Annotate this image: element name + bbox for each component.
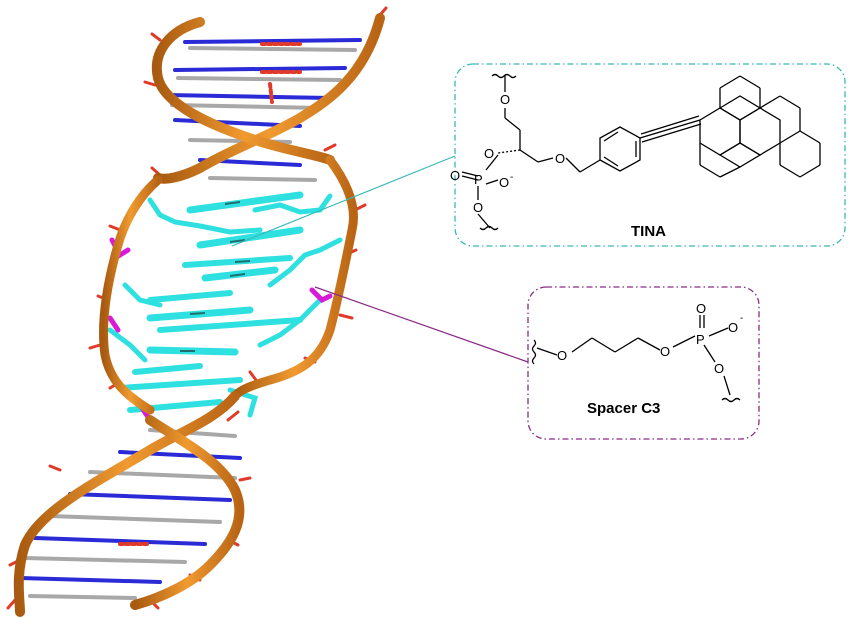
tina-connector-line	[231, 155, 456, 247]
tina-atom-o-double: O	[450, 168, 460, 183]
spacer-panel-border	[527, 286, 760, 440]
tina-atom-o-bottom: O	[473, 200, 483, 215]
upper-strand-b	[151, 17, 335, 165]
tina-structure-bonds	[461, 73, 821, 231]
tina-atom-p: P	[474, 172, 483, 187]
spacer-charge-minus: -	[740, 313, 743, 324]
tina-atom-o-minus: O	[499, 175, 509, 190]
tina-charge-minus: -	[510, 172, 513, 183]
spacer-atom-labels: O O P O O - O	[557, 301, 743, 376]
tina-atom-o-top: O	[500, 92, 510, 107]
tina-label: TINA	[631, 223, 666, 240]
spacer-c3-label: Spacer C3	[587, 400, 660, 417]
middle-strand-left	[98, 175, 163, 415]
tina-panel-border	[454, 63, 846, 247]
spacer-structure-bonds	[531, 315, 741, 403]
middle-strand-right	[230, 155, 358, 401]
spacer-c3-segments	[107, 237, 333, 423]
spacer-atom-o-bottom: O	[714, 361, 724, 376]
tina-atom-o-ether: O	[555, 151, 565, 166]
spacer-atom-o-minus: O	[728, 320, 738, 335]
intercalator-dark-bonds	[180, 201, 251, 352]
lower-strand-b	[130, 415, 245, 610]
dna-duplex-model	[6, 6, 388, 617]
spacer-c3-structure-panel: O O P O O - O Spacer C3	[527, 286, 760, 440]
upper-base-pairs	[166, 38, 362, 182]
lower-base-pairs	[18, 428, 242, 600]
tina-intercalators	[107, 191, 343, 418]
tina-atom-labels: O O O P O O - O	[450, 92, 565, 215]
spacer-atom-o-right: O	[660, 344, 670, 359]
spacer-atom-o-left: O	[557, 348, 567, 363]
upper-strand-a	[153, 13, 385, 184]
spacer-connector-line	[314, 286, 529, 363]
spacer-atom-o-double: O	[696, 301, 706, 316]
spacer-atom-p: P	[696, 332, 705, 347]
tina-structure-panel: O O O P O O - O TINA	[450, 63, 846, 247]
lower-strand-a	[13, 391, 240, 617]
backbone-ribbons	[13, 13, 385, 617]
tina-atom-o-bridge: O	[484, 146, 494, 161]
